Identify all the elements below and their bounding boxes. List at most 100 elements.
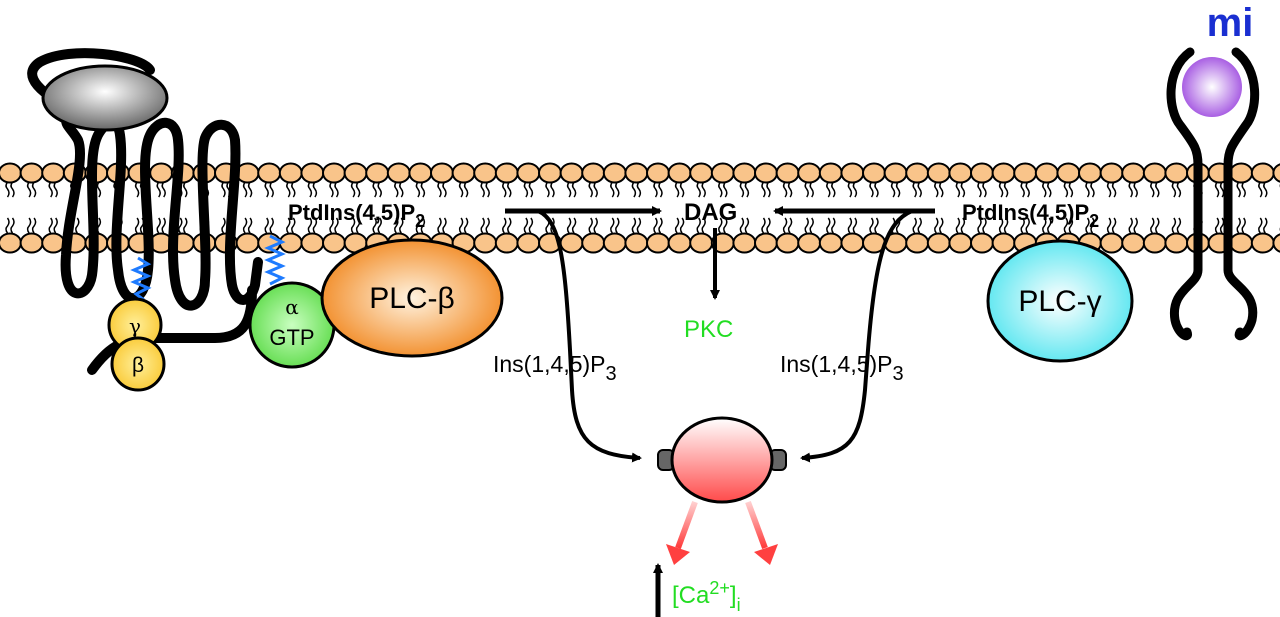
lipid-tail xyxy=(329,217,339,234)
plc-beta-label: PLC-β xyxy=(369,282,455,315)
lipid-tail xyxy=(394,217,404,234)
lipid-tail xyxy=(890,181,901,198)
lipid-tail xyxy=(1085,217,1095,234)
lipid-tail xyxy=(955,181,966,198)
lipid-tail xyxy=(26,181,37,198)
lipid-head xyxy=(19,232,44,254)
ip3-receptor-store xyxy=(670,416,774,504)
lipid-tail xyxy=(372,181,382,198)
lipid-tail xyxy=(480,217,490,234)
lipid-tail xyxy=(415,181,426,198)
lipid-head xyxy=(0,232,22,254)
lipid-head xyxy=(1121,232,1146,254)
lipid-tail xyxy=(782,217,793,234)
lipid-tail xyxy=(5,217,15,234)
lipid-head xyxy=(624,162,649,184)
lipid-head xyxy=(1229,232,1254,254)
lipid-head xyxy=(797,162,822,184)
lipid-tail xyxy=(1085,181,1095,198)
lipid-tail xyxy=(1106,217,1117,234)
lipid-tail xyxy=(523,217,534,234)
lipid-tail xyxy=(242,181,253,198)
lipid-tail xyxy=(1214,217,1225,234)
lipid-tail xyxy=(782,181,793,198)
lipid-head xyxy=(300,162,325,184)
lipid-tail xyxy=(610,181,620,198)
lipid-tail xyxy=(437,217,447,234)
gamma-lipid-anchor-icon xyxy=(130,256,152,302)
lipid-head xyxy=(451,162,476,184)
lipid-head xyxy=(926,162,951,184)
lipid-tail xyxy=(134,217,145,234)
journal-logo: mi xyxy=(1207,1,1254,45)
lipid-tail xyxy=(1214,181,1225,198)
lipid-tail xyxy=(804,217,814,234)
lipid-tail xyxy=(739,181,750,198)
lipid-head xyxy=(1099,162,1124,184)
lipid-head xyxy=(840,162,865,184)
lipid-head xyxy=(991,162,1016,184)
lipid-head xyxy=(1121,162,1146,184)
lipid-tail xyxy=(696,217,706,234)
lipid-tail xyxy=(178,217,188,234)
lipid-head xyxy=(149,162,174,184)
lipid-head xyxy=(1250,232,1275,254)
lipid-head xyxy=(0,162,22,184)
lipid-head xyxy=(970,162,994,184)
lipid-tail xyxy=(718,181,728,198)
lipid-tail xyxy=(761,181,771,198)
lipid-head xyxy=(1099,232,1124,254)
lipid-head xyxy=(1078,162,1102,184)
g-beta-subunit xyxy=(110,336,166,392)
lipid-head xyxy=(840,232,865,254)
lipid-tail xyxy=(653,217,663,234)
lipid-head xyxy=(1013,162,1038,184)
lipid-tail xyxy=(869,217,879,234)
lipid-head xyxy=(689,232,714,254)
lipid-tail xyxy=(1020,217,1030,234)
lipid-tail xyxy=(631,181,642,198)
lipid-tail xyxy=(653,181,663,198)
lipid-tail xyxy=(588,181,598,198)
lipid-head xyxy=(646,162,670,184)
lipid-head xyxy=(905,162,930,184)
lipid-head xyxy=(970,232,994,254)
lipid-head xyxy=(775,162,800,184)
plc-gamma xyxy=(986,239,1134,363)
lipid-tail xyxy=(1063,217,1074,234)
lipid-head xyxy=(538,162,562,184)
lipid-tail xyxy=(1171,181,1182,198)
lipid-tail xyxy=(307,217,318,234)
lipid-head xyxy=(602,232,627,254)
lipid-head xyxy=(775,232,800,254)
lipid-head xyxy=(732,162,757,184)
lipid-head xyxy=(278,162,303,184)
lipid-tail xyxy=(631,217,642,234)
lipid-head xyxy=(494,162,519,184)
lipid-tail xyxy=(1106,181,1117,198)
lipid-tail xyxy=(674,181,685,198)
lipid-tail xyxy=(718,217,728,234)
lipid-head xyxy=(408,162,433,184)
alpha-lipid-anchor-icon xyxy=(264,234,286,286)
lipid-head xyxy=(559,232,584,254)
lipid-tail xyxy=(1150,217,1160,234)
plc-beta xyxy=(320,238,504,358)
lipid-tail xyxy=(350,181,361,198)
lipid-tail xyxy=(804,181,814,198)
lipid-tail xyxy=(1128,181,1138,198)
ip3-right-label: Ins(1,4,5)P3 xyxy=(780,351,904,385)
receptor-tyrosine-kinase xyxy=(1166,47,1260,341)
lipid-tail xyxy=(329,181,339,198)
lipid-head xyxy=(430,162,454,184)
lipid-tail xyxy=(502,181,512,198)
lipid-tail xyxy=(307,181,318,198)
lipid-head xyxy=(41,232,66,254)
lipid-head xyxy=(818,232,843,254)
lipid-tail xyxy=(1150,181,1160,198)
lipid-head xyxy=(473,162,498,184)
g-beta-label: β xyxy=(132,354,144,377)
lipid-tail xyxy=(26,217,37,234)
lipid-tail xyxy=(847,217,858,234)
